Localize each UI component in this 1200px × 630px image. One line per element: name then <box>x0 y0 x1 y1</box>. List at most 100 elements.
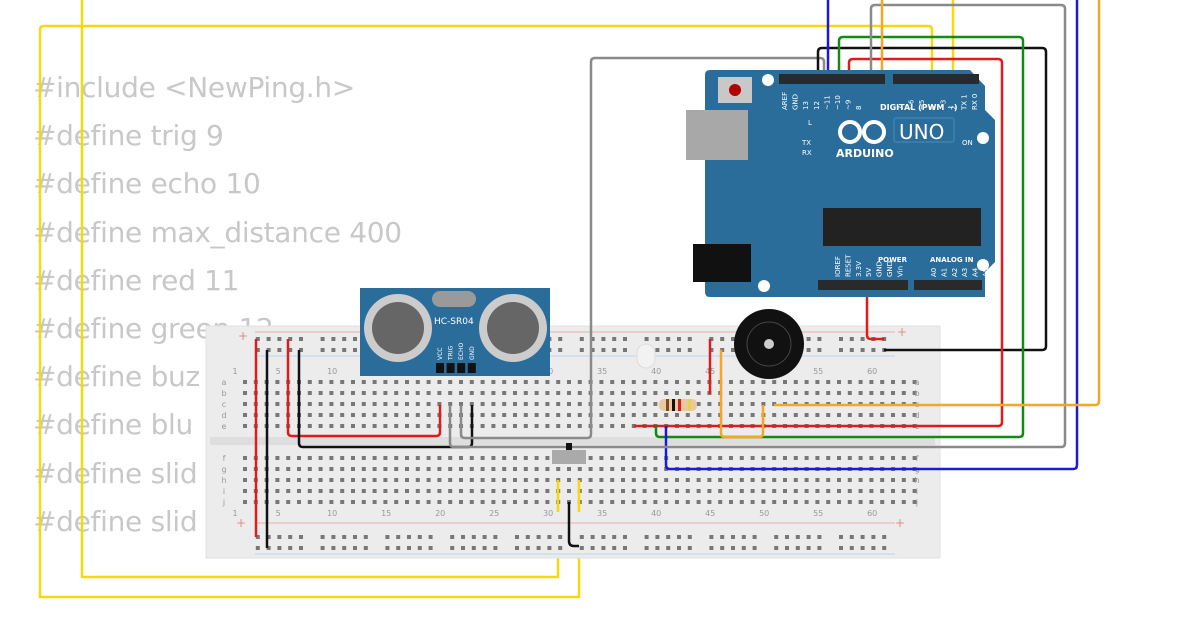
breadboard-hole[interactable] <box>523 424 528 428</box>
breadboard-hole[interactable] <box>351 500 355 504</box>
breadboard-hole[interactable] <box>415 467 420 471</box>
breadboard-hole[interactable] <box>912 478 917 482</box>
breadboard-hole[interactable] <box>459 402 463 406</box>
breadboard-hole[interactable] <box>642 478 647 482</box>
breadboard-hole[interactable] <box>318 489 323 493</box>
breadboard-hole[interactable] <box>826 478 831 482</box>
rail-hole[interactable] <box>396 546 401 550</box>
breadboard-hole[interactable] <box>372 467 377 471</box>
rail-hole[interactable] <box>860 348 865 352</box>
wire-black-gnd-arduino[interactable] <box>816 46 1048 352</box>
breadboard-hole[interactable] <box>685 489 690 493</box>
breadboard-hole[interactable] <box>415 500 420 504</box>
rail-hole[interactable] <box>677 535 681 539</box>
breadboard-hole[interactable] <box>772 380 777 384</box>
rail-hole[interactable] <box>579 337 584 341</box>
breadboard-hole[interactable] <box>685 478 690 482</box>
breadboard-hole[interactable] <box>534 489 539 493</box>
breadboard-hole[interactable] <box>847 500 852 504</box>
breadboard-hole[interactable] <box>523 402 528 406</box>
wire-black-slide-gnd[interactable] <box>567 502 579 548</box>
breadboard-hole[interactable] <box>621 424 625 428</box>
breadboard-hole[interactable] <box>437 402 442 406</box>
rail-hole[interactable] <box>677 546 681 550</box>
breadboard-hole[interactable] <box>631 467 636 471</box>
breadboard-hole[interactable] <box>804 380 809 384</box>
breadboard-hole[interactable] <box>534 478 539 482</box>
breadboard-hole[interactable] <box>793 500 798 504</box>
breadboard-hole[interactable] <box>696 478 701 482</box>
breadboard-hole[interactable] <box>642 489 647 493</box>
breadboard-hole[interactable] <box>880 489 885 493</box>
breadboard-hole[interactable] <box>415 478 420 482</box>
breadboard-hole[interactable] <box>426 489 431 493</box>
breadboard-hole[interactable] <box>383 402 388 406</box>
rail-hole[interactable] <box>601 337 606 341</box>
breadboard-hole[interactable] <box>664 413 669 417</box>
breadboard-hole[interactable] <box>556 424 561 428</box>
breadboard-hole[interactable] <box>610 391 615 395</box>
breadboard-hole[interactable] <box>361 467 366 471</box>
breadboard-hole[interactable] <box>761 478 766 482</box>
breadboard-hole[interactable] <box>286 489 291 493</box>
breadboard-hole[interactable] <box>415 391 420 395</box>
rail-hole[interactable] <box>687 337 692 341</box>
breadboard-hole[interactable] <box>361 489 366 493</box>
breadboard-hole[interactable] <box>858 380 863 384</box>
breadboard-hole[interactable] <box>772 413 777 417</box>
breadboard-hole[interactable] <box>415 424 420 428</box>
breadboard-hole[interactable] <box>491 380 496 384</box>
breadboard-hole[interactable] <box>793 380 798 384</box>
rail-hole[interactable] <box>817 337 822 341</box>
rail-hole[interactable] <box>720 546 725 550</box>
breadboard-hole[interactable] <box>901 391 906 395</box>
breadboard-hole[interactable] <box>739 380 744 384</box>
breadboard-hole[interactable] <box>394 489 399 493</box>
breadboard-hole[interactable] <box>631 424 636 428</box>
breadboard-hole[interactable] <box>437 489 442 493</box>
breadboard-hole[interactable] <box>307 500 312 504</box>
breadboard-hole[interactable] <box>502 456 507 460</box>
wire-gray-10[interactable] <box>592 3 1067 449</box>
rail-hole[interactable] <box>612 535 617 539</box>
breadboard-hole[interactable] <box>761 500 766 504</box>
breadboard-hole[interactable] <box>502 413 507 417</box>
breadboard-hole[interactable] <box>329 489 334 493</box>
breadboard-hole[interactable] <box>664 391 669 395</box>
breadboard-hole[interactable] <box>545 456 550 460</box>
breadboard-hole[interactable] <box>912 391 917 395</box>
breadboard-hole[interactable] <box>448 500 453 504</box>
breadboard-hole[interactable] <box>394 478 399 482</box>
breadboard-hole[interactable] <box>523 380 528 384</box>
rail-hole[interactable] <box>655 535 660 539</box>
breadboard-hole[interactable] <box>329 478 334 482</box>
breadboard-hole[interactable] <box>729 413 733 417</box>
breadboard-hole[interactable] <box>513 424 517 428</box>
breadboard-hole[interactable] <box>383 456 388 460</box>
breadboard-hole[interactable] <box>534 413 539 417</box>
breadboard-hole[interactable] <box>502 478 507 482</box>
rail-hole[interactable] <box>579 546 584 550</box>
rail-hole[interactable] <box>353 535 357 539</box>
wire-orange-buzzer[interactable] <box>719 350 765 439</box>
breadboard-hole[interactable] <box>772 391 777 395</box>
breadboard-hole[interactable] <box>772 489 777 493</box>
breadboard-hole[interactable] <box>318 456 323 460</box>
breadboard-hole[interactable] <box>437 456 442 460</box>
breadboard-hole[interactable] <box>793 489 798 493</box>
rail-hole[interactable] <box>299 337 303 341</box>
rail-hole[interactable] <box>342 546 347 550</box>
wire-orange-8[interactable] <box>774 0 1101 407</box>
breadboard-hole[interactable] <box>394 424 399 428</box>
breadboard-hole[interactable] <box>405 402 409 406</box>
breadboard-hole[interactable] <box>815 380 820 384</box>
rail-hole[interactable] <box>860 535 865 539</box>
rail-hole[interactable] <box>655 546 660 550</box>
rail-hole[interactable] <box>687 348 692 352</box>
breadboard-hole[interactable] <box>729 500 733 504</box>
rail-hole[interactable] <box>320 337 325 341</box>
breadboard-hole[interactable] <box>383 413 388 417</box>
breadboard-hole[interactable] <box>340 489 345 493</box>
breadboard-hole[interactable] <box>426 391 431 395</box>
breadboard-hole[interactable] <box>826 380 831 384</box>
